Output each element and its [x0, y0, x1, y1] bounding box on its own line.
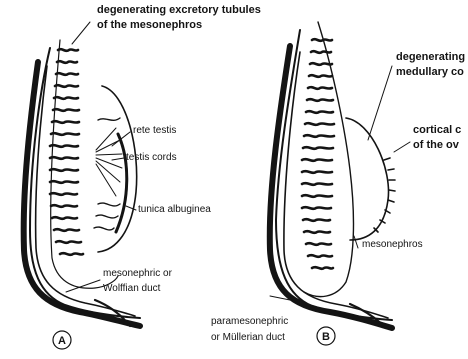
label-testis-cords: testis cords: [126, 152, 177, 164]
label-rete-testis: rete testis: [133, 125, 176, 137]
label-mesonephric-duct-line1: mesonephric or: [103, 268, 172, 280]
label-mesonephros: mesonephros: [362, 239, 423, 251]
label-degenerating-tubules-line1: degenerating excretory tubules: [97, 4, 261, 16]
panel-b-tubules: [302, 39, 334, 269]
label-tunica-albuginea: tunica albuginea: [138, 204, 211, 216]
panel-a-tubules: [50, 49, 83, 255]
label-degenerating-tubules-line2: of the mesonephros: [97, 19, 202, 31]
panel-a-testis-cords: [94, 118, 120, 230]
panel-b-outer-wall: [276, 30, 392, 320]
panel-b-drawing: [270, 22, 410, 328]
label-mesonephric-duct-line2: Wolffian duct: [103, 283, 160, 295]
label-degenerating-medullary-line2: medullary co: [396, 66, 464, 78]
label-degenerating-medullary-line1: degenerating: [396, 51, 465, 63]
label-paramesonephric-duct-line1: paramesonephric: [211, 316, 288, 328]
panel-a-tunica-albuginea: [116, 134, 127, 232]
label-paramesonephric-duct-line2: or Müllerian duct: [211, 332, 285, 344]
panel-a-label: A: [58, 335, 66, 347]
panel-b-cortical-cords: [374, 158, 395, 232]
panel-b-leaders: [270, 66, 410, 300]
label-cortical-cords-line1: cortical c: [413, 124, 461, 136]
panel-a-ridge-outline: [51, 40, 118, 288]
label-cortical-cords-line2: of the ov: [413, 139, 459, 151]
panel-a-drawing: [24, 22, 140, 326]
panel-a-rete-testis: [96, 128, 122, 196]
panel-b-label: B: [322, 331, 330, 343]
